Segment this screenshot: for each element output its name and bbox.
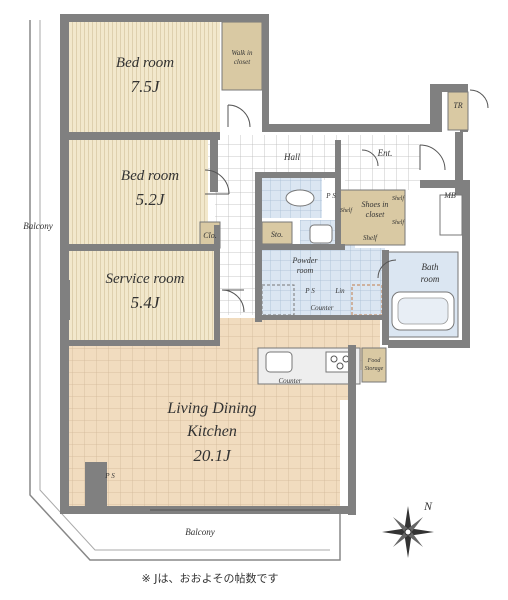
bedroom1-floor — [68, 20, 220, 132]
mb-label: MB — [443, 191, 456, 200]
ps-label: P S — [325, 192, 336, 200]
sink — [265, 351, 293, 373]
counter-powder-label: Counter — [311, 304, 334, 312]
food-storage-line1: Food — [367, 358, 382, 364]
compass-icon — [382, 506, 434, 558]
balcony-inner-line — [39, 20, 330, 551]
food-storage-line2: Storage — [365, 366, 384, 372]
tr-label: TR — [453, 101, 462, 110]
service-room-floor — [68, 250, 218, 342]
ps-ldk-label: P S — [104, 472, 115, 480]
bedroom2-size: 5.2J — [136, 190, 166, 209]
walkin-closet-floor — [221, 21, 263, 91]
service-room-size: 5.4J — [131, 293, 161, 312]
food-storage-box — [361, 347, 387, 383]
wash-basin — [309, 224, 333, 244]
burner — [336, 362, 344, 370]
counter-kitchen-label: Counter — [279, 377, 302, 385]
powder-line1: Powder — [292, 256, 319, 265]
ldk-line1: Living Dining — [166, 400, 256, 417]
storage-label: Sto. — [271, 230, 283, 239]
balcony-bottom-label: Balcony — [185, 527, 215, 537]
entrance-label: Ent. — [377, 148, 393, 158]
footnote: ※ Jは、おおよその帖数です — [142, 572, 279, 585]
lin-label: Lin — [334, 287, 345, 295]
balcony-outline — [29, 20, 341, 561]
shelf-right-label: Shelf — [392, 219, 405, 226]
hall-label: Hall — [283, 152, 301, 162]
shelf-left-label: Shelf — [340, 207, 353, 214]
service-room-name: Service room — [106, 271, 185, 287]
shoes-closet-floor — [339, 189, 406, 246]
entrance-floor — [345, 140, 420, 190]
doors — [204, 89, 489, 313]
closet-label: Clo. — [203, 231, 217, 240]
shoes-line1: Shoes in — [362, 200, 389, 209]
powder-line2: room — [297, 266, 314, 275]
north-label: N — [423, 499, 433, 513]
tr-box — [447, 91, 469, 131]
bedroom1-name: Bed room — [116, 55, 174, 71]
bathtub-inner — [397, 297, 449, 325]
bedroom2-name: Bed room — [121, 168, 179, 184]
shelf-bottom-label: Shelf — [363, 234, 378, 242]
bath-line2: room — [421, 274, 440, 284]
bedroom2-floor — [68, 140, 208, 245]
shelf-right-top-label: Shelf — [392, 195, 405, 202]
walkin-line2: closet — [234, 58, 251, 66]
bedroom1-size: 7.5J — [131, 77, 161, 96]
bath-line1: Bath — [422, 262, 439, 272]
powder-room-floor — [260, 248, 385, 318]
hall-floor-lower — [215, 175, 260, 315]
ldk-line2: Kitchen — [186, 423, 237, 440]
burner — [330, 355, 338, 363]
walkin-line1: Walk in — [232, 49, 253, 57]
shoes-line2: closet — [366, 210, 385, 219]
toilet-bowl — [285, 189, 315, 207]
mb-box — [439, 194, 463, 236]
balcony-left-label: Balcony — [23, 221, 53, 231]
ldk-size: 20.1J — [193, 446, 232, 465]
ps-main-label: P S — [304, 287, 315, 295]
